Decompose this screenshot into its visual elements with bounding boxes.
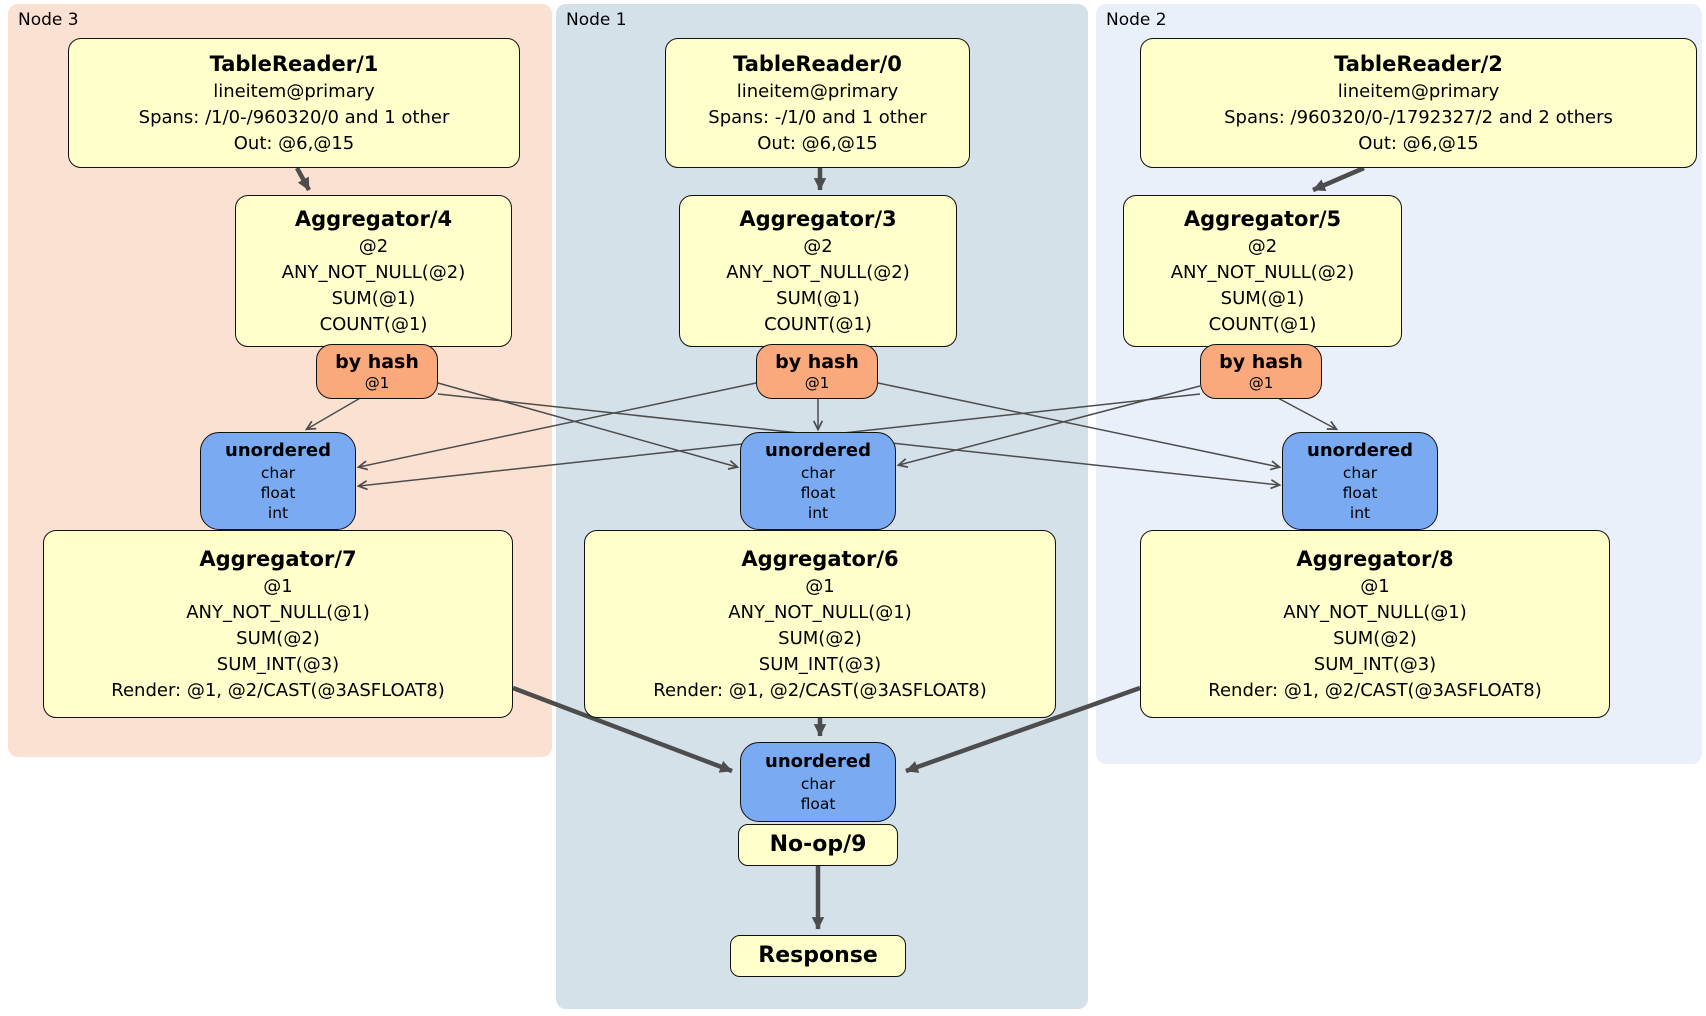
- processor-agg-line: ANY_NOT_NULL(@2): [726, 262, 910, 283]
- processor-group-line: @1: [1360, 576, 1390, 597]
- edge-hashleft-unorderedcenter: [437, 382, 740, 470]
- sync-type-line: float: [800, 484, 836, 502]
- processor-agg-line: SUM(@1): [776, 288, 860, 309]
- processor-spans-line: Spans: /960320/0-/1792327/2 and 2 others: [1224, 107, 1613, 128]
- processor-group-line: @2: [358, 236, 389, 257]
- processor-render-line: Render: @1, @2/CAST(@3ASFLOAT8): [653, 680, 987, 701]
- processor-agg-line: SUM(@2): [1333, 628, 1417, 649]
- router-key-line: @1: [804, 374, 830, 392]
- processor-agg-line: COUNT(@1): [764, 314, 872, 335]
- processor-group-line: @1: [263, 576, 293, 597]
- edge-aggregator7-unorderedfinal: [512, 685, 733, 774]
- router-by-hash-center: by hash @1: [756, 344, 878, 399]
- sync-type-line: int: [807, 504, 829, 522]
- sync-unordered-center: unordered char float int: [740, 432, 896, 530]
- processor-group-line: @2: [803, 236, 833, 257]
- processor-agg-line: COUNT(@1): [1208, 314, 1317, 335]
- sync-type-line: char: [260, 464, 296, 482]
- processor-agg-line: ANY_NOT_NULL(@1): [1283, 602, 1467, 623]
- processor-noop-9: No-op/9: [738, 824, 898, 866]
- processor-agg-line: SUM(@2): [778, 628, 862, 649]
- sync-type-line: char: [1342, 464, 1378, 482]
- edge-hashleft-unorderedleft: [304, 396, 363, 431]
- processor-tablereader-1: TableReader/1 lineitem@primary Spans: /1…: [68, 38, 520, 168]
- processor-title: TableReader/2: [1334, 52, 1503, 76]
- sync-type-line: char: [800, 464, 836, 482]
- processor-group-line: @1: [805, 576, 835, 597]
- sync-title: unordered: [765, 440, 871, 461]
- processor-response: Response: [730, 935, 906, 977]
- edge-hashright-unorderedright: [1275, 396, 1339, 431]
- edge-tablereader2-aggregator5: [1312, 165, 1365, 193]
- processor-agg-line: SUM_INT(@3): [1313, 654, 1437, 675]
- panel-node2-label: Node 2: [1106, 10, 1167, 30]
- edge-hashcenter-unorderedleft: [356, 382, 757, 471]
- processor-aggregator-4: Aggregator/4 @2 ANY_NOT_NULL(@2) SUM(@1)…: [235, 195, 512, 347]
- processor-out-line: Out: @6,@15: [233, 133, 355, 154]
- processor-agg-line: SUM(@1): [1220, 288, 1305, 309]
- edge-aggregator8-unorderedfinal: [905, 685, 1141, 774]
- sync-type-line: float: [800, 795, 836, 813]
- processor-index-line: lineitem@primary: [736, 81, 899, 102]
- processor-title: No-op/9: [769, 832, 867, 857]
- processor-out-line: Out: @6,@15: [1358, 133, 1479, 154]
- processor-index-line: lineitem@primary: [213, 81, 375, 102]
- processor-tablereader-2: TableReader/2 lineitem@primary Spans: /9…: [1140, 38, 1697, 168]
- router-title: by hash: [1219, 351, 1303, 373]
- sync-type-line: int: [1349, 504, 1371, 522]
- sync-title: unordered: [1307, 440, 1413, 461]
- edge-hashright-unorderedcenter: [896, 385, 1201, 468]
- processor-title: Aggregator/7: [199, 547, 357, 571]
- processor-index-line: lineitem@primary: [1337, 81, 1500, 102]
- edge-hashcenter-unorderedright: [877, 382, 1282, 471]
- processor-out-line: Out: @6,@15: [757, 133, 878, 154]
- sync-title: unordered: [765, 751, 871, 772]
- router-title: by hash: [775, 351, 859, 373]
- router-by-hash-right: by hash @1: [1200, 344, 1322, 399]
- processor-agg-line: ANY_NOT_NULL(@1): [728, 602, 912, 623]
- sync-unordered-final: unordered char float: [740, 742, 896, 822]
- processor-agg-line: ANY_NOT_NULL(@1): [186, 602, 370, 623]
- edge-tablereader1-aggregator4: [295, 166, 311, 192]
- panel-node3-label: Node 3: [18, 10, 79, 30]
- processor-render-line: Render: @1, @2/CAST(@3ASFLOAT8): [1208, 680, 1542, 701]
- processor-agg-line: SUM_INT(@3): [216, 654, 340, 675]
- processor-aggregator-6: Aggregator/6 @1 ANY_NOT_NULL(@1) SUM(@2)…: [584, 530, 1056, 718]
- processor-tablereader-0: TableReader/0 lineitem@primary Spans: -/…: [665, 38, 970, 168]
- processor-title: TableReader/1: [209, 52, 379, 76]
- processor-agg-line: ANY_NOT_NULL(@2): [1170, 262, 1355, 283]
- processor-agg-line: SUM_INT(@3): [758, 654, 882, 675]
- router-by-hash-left: by hash @1: [316, 344, 438, 399]
- sync-type-line: float: [260, 484, 296, 502]
- processor-aggregator-3: Aggregator/3 @2 ANY_NOT_NULL(@2) SUM(@1)…: [679, 195, 957, 347]
- processor-title: Response: [758, 943, 878, 968]
- processor-title: Aggregator/6: [741, 547, 899, 571]
- processor-title: TableReader/0: [733, 52, 902, 76]
- panel-node1-label: Node 1: [566, 10, 627, 30]
- processor-group-line: @2: [1247, 236, 1278, 257]
- processor-title: Aggregator/5: [1183, 207, 1342, 231]
- processor-render-line: Render: @1, @2/CAST(@3ASFLOAT8): [111, 680, 445, 701]
- processor-agg-line: ANY_NOT_NULL(@2): [281, 262, 466, 283]
- processor-aggregator-8: Aggregator/8 @1 ANY_NOT_NULL(@1) SUM(@2)…: [1140, 530, 1610, 718]
- processor-title: Aggregator/3: [739, 207, 897, 231]
- sync-type-line: char: [800, 775, 836, 793]
- sync-unordered-right: unordered char float int: [1282, 432, 1438, 530]
- processor-title: Aggregator/8: [1296, 547, 1454, 571]
- router-title: by hash: [335, 351, 419, 373]
- sync-type-line: float: [1342, 484, 1378, 502]
- processor-agg-line: COUNT(@1): [319, 314, 428, 335]
- processor-title: Aggregator/4: [294, 207, 453, 231]
- sync-type-line: int: [267, 504, 289, 522]
- processor-agg-line: SUM(@2): [236, 628, 320, 649]
- processor-aggregator-5: Aggregator/5 @2 ANY_NOT_NULL(@2) SUM(@1)…: [1123, 195, 1402, 347]
- router-key-line: @1: [1248, 374, 1274, 392]
- processor-spans-line: Spans: -/1/0 and 1 other: [708, 107, 927, 128]
- sync-title: unordered: [225, 440, 331, 461]
- processor-spans-line: Spans: /1/0-/960320/0 and 1 other: [138, 107, 450, 128]
- processor-agg-line: SUM(@1): [331, 288, 416, 309]
- router-key-line: @1: [364, 374, 390, 392]
- sync-unordered-left: unordered char float int: [200, 432, 356, 530]
- processor-aggregator-7: Aggregator/7 @1 ANY_NOT_NULL(@1) SUM(@2)…: [43, 530, 513, 718]
